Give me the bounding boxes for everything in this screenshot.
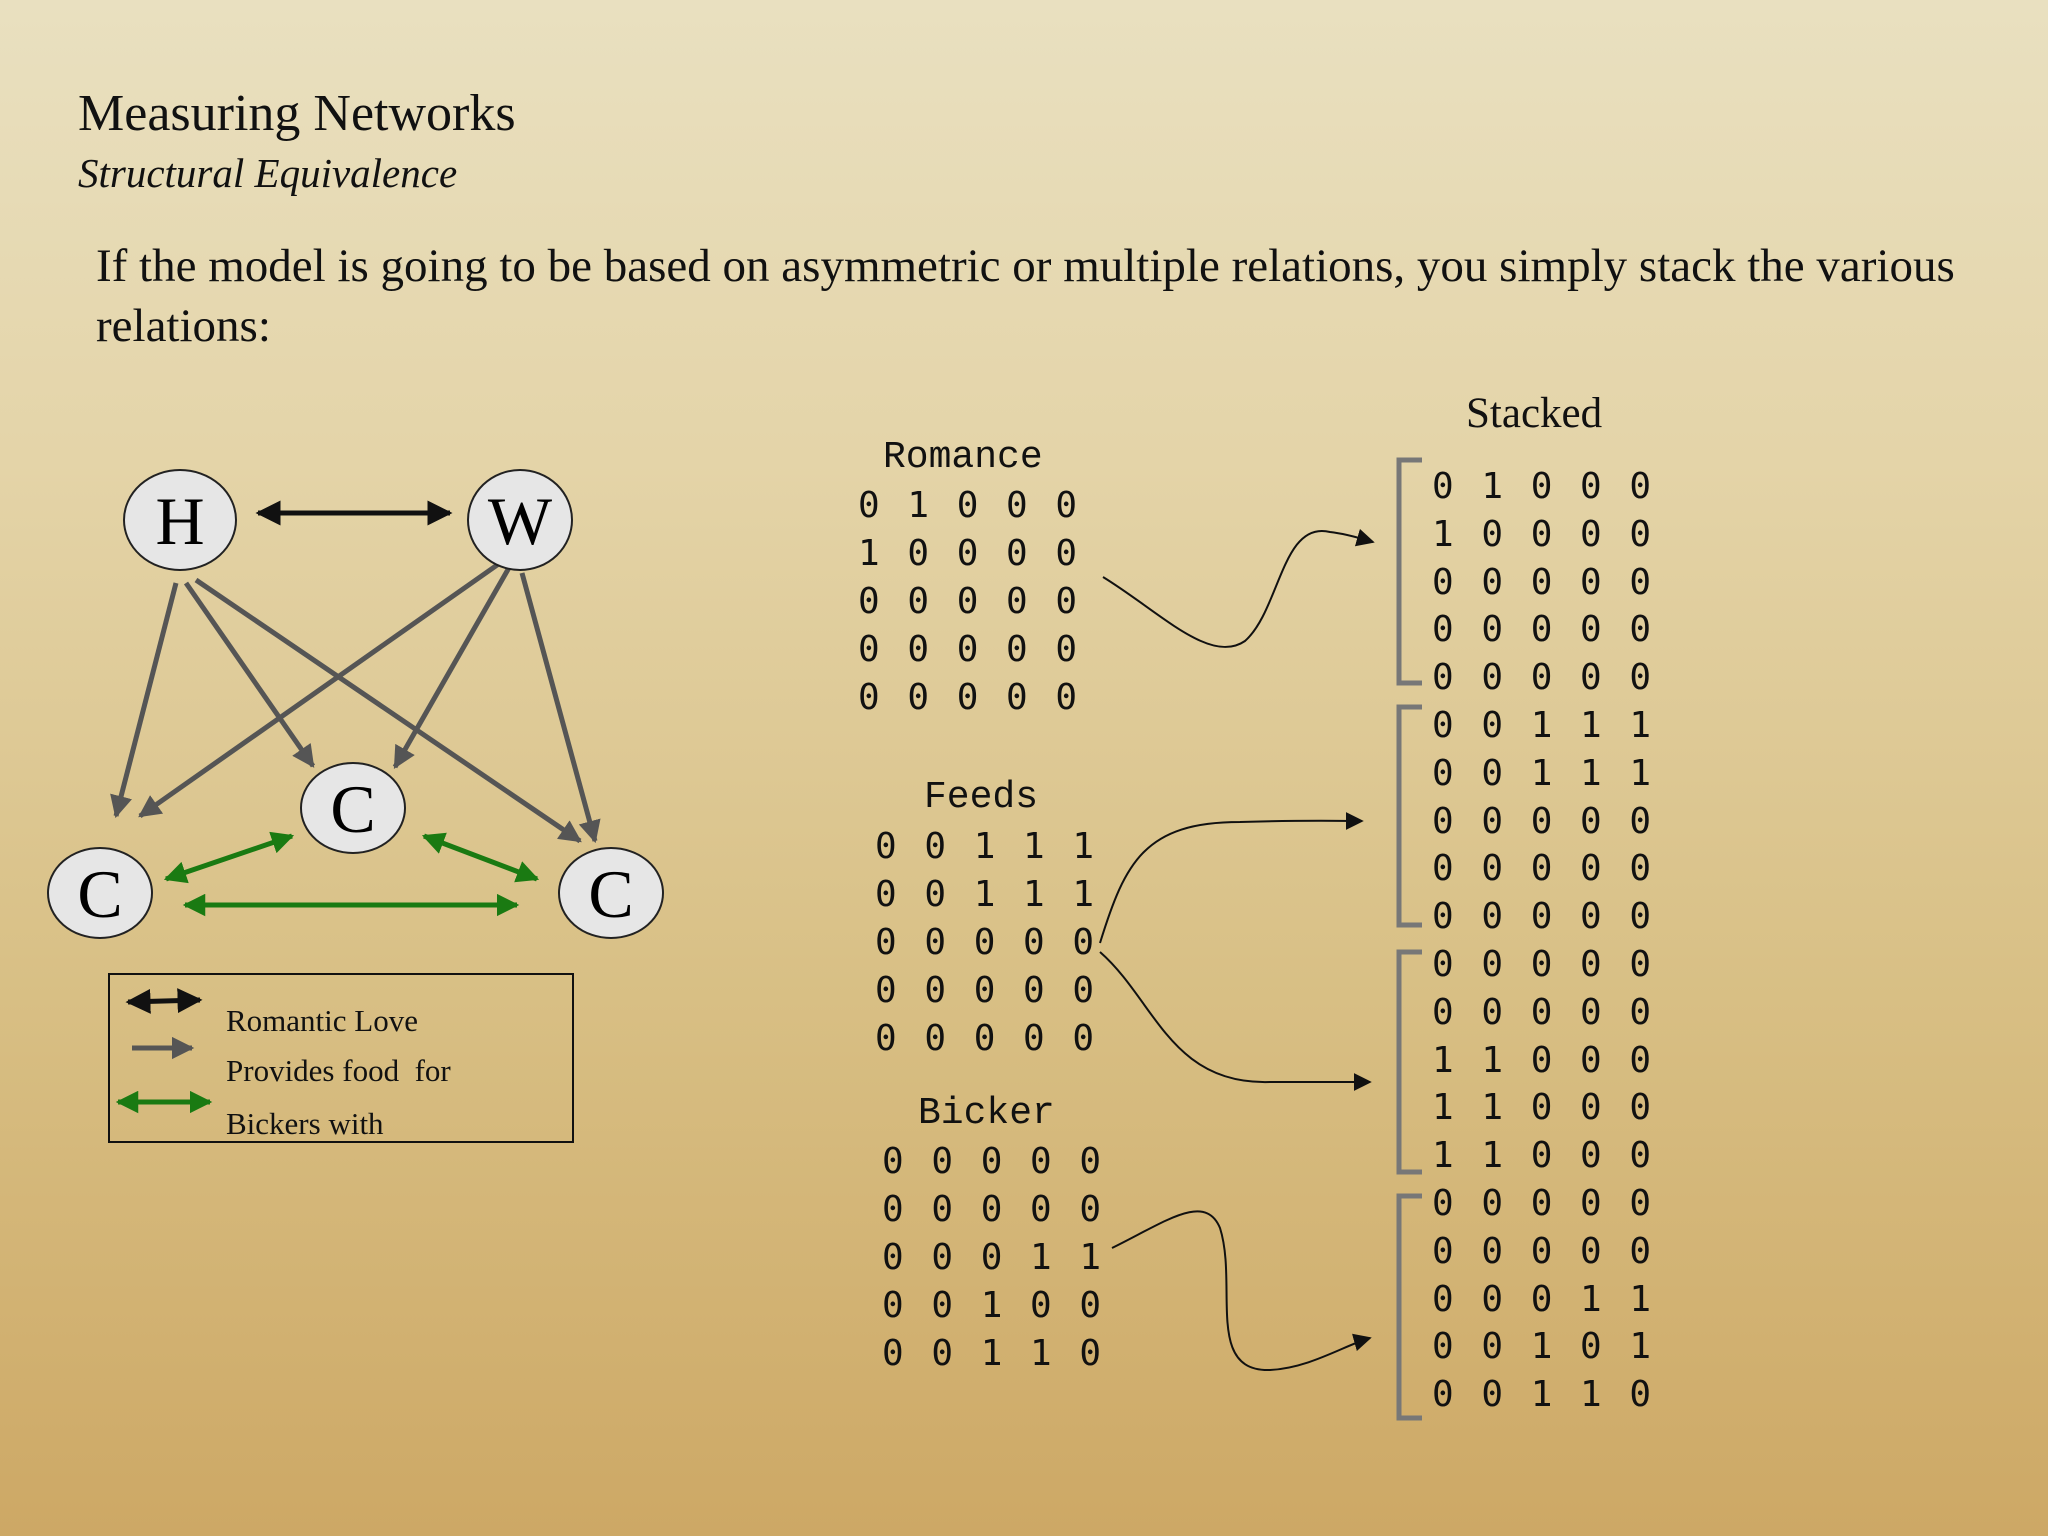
- node-label-h: H: [155, 483, 204, 559]
- edge-feeds-w-cleft: [138, 560, 502, 819]
- connector-feeds-to-bicker-block: [1099, 951, 1372, 1091]
- matrix-row: 0 0 0 0 0: [1432, 800, 1652, 842]
- stacked-matrix: 0 1 0 0 0 1 0 0 0 0 0 0 0 0 0 0 0 0 0 0 …: [1432, 463, 1651, 1419]
- matrix-row: 0 0 1 0 0: [882, 1285, 1102, 1326]
- matrix-row: 0 0 0 0 0: [858, 581, 1078, 622]
- edge-bicker-cmid-cright: [421, 832, 540, 883]
- romance-matrix-label: Romance: [883, 436, 1043, 479]
- matrix-row: 0 0 0 0 0: [1432, 1230, 1652, 1272]
- matrix-row: 0 0 0 0 0: [1432, 943, 1652, 985]
- matrix-row: 0 0 0 0 0: [858, 629, 1078, 670]
- legend-label-provides-food: Provides food for: [226, 1053, 451, 1088]
- matrix-row: 0 0 0 0 0: [1432, 991, 1652, 1033]
- node-label-c-left: C: [77, 856, 122, 932]
- connector-bicker-to-stacked: [1111, 1210, 1372, 1372]
- stacked-bracket-4: [1396, 1193, 1422, 1421]
- edge-feeds-h-cright: [194, 577, 582, 844]
- node-label-c-mid: C: [330, 771, 375, 847]
- connector-feeds-to-stacked: [1099, 811, 1364, 944]
- edge-feeds-w-cright: [519, 572, 601, 844]
- node-label-c-right: C: [588, 856, 633, 932]
- matrix-row: 0 0 0 0 0: [882, 1141, 1102, 1182]
- matrix-row: 1 0 0 0 0: [1432, 513, 1652, 555]
- matrix-row: 1 1 0 0 0: [1432, 1087, 1652, 1129]
- matrix-row: 0 0 0 0 0: [1432, 609, 1652, 651]
- matrix-row: 0 0 1 1 0: [1432, 1374, 1652, 1416]
- slide-body-text: If the model is going to be based on asy…: [96, 240, 1955, 352]
- matrix-row: 0 0 0 0 0: [1432, 1182, 1652, 1224]
- stacked-bracket-3: [1396, 949, 1422, 1175]
- matrix-row: 0 0 0 0 0: [1432, 561, 1652, 603]
- feeds-matrix-label: Feeds: [924, 776, 1039, 819]
- matrix-row: 0 1 0 0 0: [1432, 466, 1652, 507]
- bicker-matrix-label: Bicker: [918, 1092, 1055, 1135]
- node-h: H: [123, 469, 237, 571]
- matrix-row: 0 0 0 1 1: [1432, 1278, 1652, 1320]
- node-c-right: C: [558, 847, 664, 939]
- matrix-row: 0 0 0 0 0: [1432, 848, 1652, 890]
- matrix-row: 0 0 1 0 1: [1432, 1326, 1652, 1368]
- matrix-row: 0 0 1 1 1: [1432, 752, 1652, 794]
- connector-romance-to-stacked: [1102, 528, 1375, 648]
- node-w: W: [467, 469, 573, 571]
- matrix-row: 0 0 1 1 1: [1432, 704, 1652, 746]
- matrix-row: 0 0 0 0 0: [1432, 657, 1652, 699]
- matrix-row: 1 1 0 0 0: [1432, 1039, 1652, 1081]
- romance-matrix: 0 1 0 0 0 1 0 0 0 0 0 0 0 0 0 0 0 0 0 0 …: [858, 482, 1077, 722]
- matrix-row: 0 1 0 0 0: [858, 485, 1078, 526]
- node-c-left: C: [47, 847, 153, 939]
- slide-title: Measuring Networks: [78, 85, 516, 142]
- matrix-row: 0 0 0 0 0: [858, 677, 1078, 718]
- edge-feeds-h-cleft: [110, 582, 179, 819]
- legend-box: [108, 973, 574, 1143]
- matrix-row: 1 1 0 0 0: [1432, 1135, 1652, 1177]
- matrix-row: 0 0 0 0 0: [875, 922, 1095, 963]
- node-c-mid: C: [300, 762, 406, 854]
- edge-feeds-h-cmid: [183, 581, 316, 768]
- bicker-matrix: 0 0 0 0 0 0 0 0 0 0 0 0 0 1 1 0 0 1 0 0 …: [882, 1138, 1101, 1378]
- stacked-bracket-2: [1396, 704, 1422, 928]
- matrix-row: 1 0 0 0 0: [858, 533, 1078, 574]
- legend-swatch-romance: [125, 988, 203, 1014]
- stacked-bracket-1: [1396, 457, 1422, 686]
- matrix-row: 0 0 0 0 0: [875, 1018, 1095, 1059]
- slide-subtitle: Structural Equivalence: [78, 150, 458, 196]
- matrix-row: 0 0 0 0 0: [875, 970, 1095, 1011]
- node-label-w: W: [488, 483, 553, 559]
- matrix-row: 0 0 1 1 1: [875, 874, 1095, 915]
- matrix-row: 0 0 0 0 0: [882, 1189, 1102, 1230]
- legend-label-bickers-with: Bickers with: [226, 1106, 384, 1141]
- matrix-row: 0 0 0 0 0: [1432, 896, 1652, 938]
- matrix-row: 0 0 1 1 0: [882, 1333, 1102, 1374]
- edge-bicker-cleft-cmid: [163, 831, 295, 884]
- legend-label-romantic-love: Romantic Love: [226, 1003, 418, 1038]
- feeds-matrix: 0 0 1 1 1 0 0 1 1 1 0 0 0 0 0 0 0 0 0 0 …: [875, 823, 1094, 1063]
- stacked-matrix-label: Stacked: [1466, 390, 1603, 437]
- matrix-row: 0 0 1 1 1: [875, 826, 1095, 867]
- edge-feeds-w-cmid: [392, 564, 513, 769]
- matrix-row: 0 0 0 1 1: [882, 1237, 1102, 1278]
